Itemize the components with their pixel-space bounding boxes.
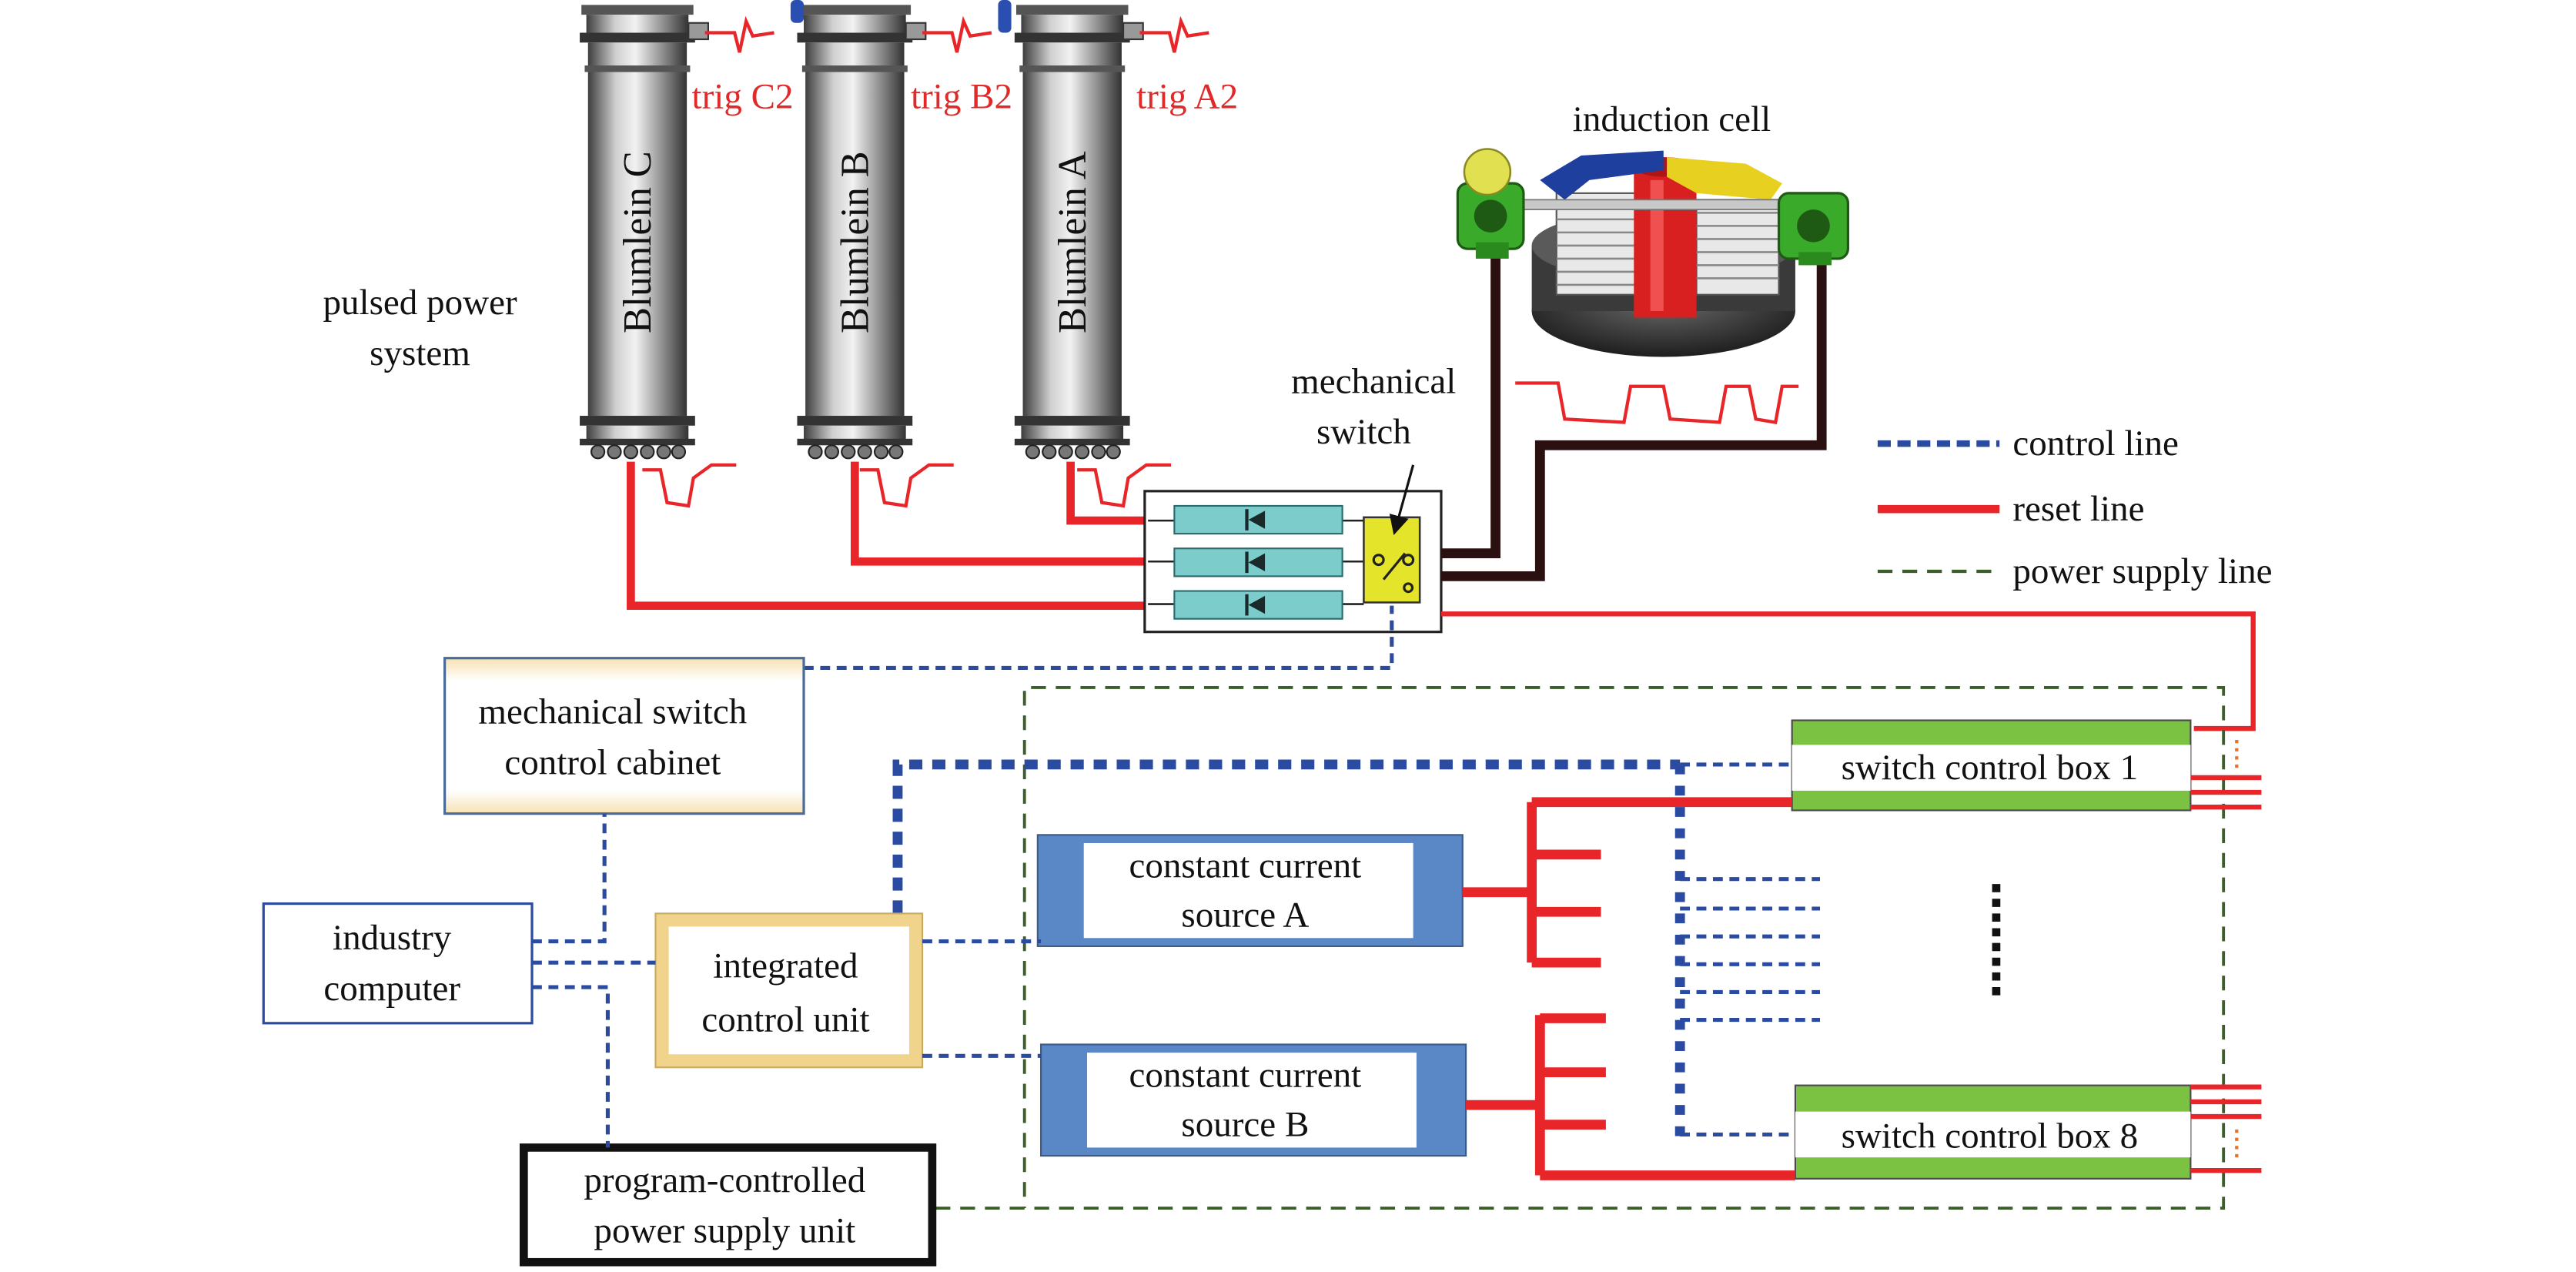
diode-module-1 [1173, 504, 1343, 535]
switch-control-box-8-label: switch control box 8 [1842, 1116, 2139, 1157]
output-cable-2 [1440, 262, 1827, 581]
power-supply-unit-label-line2: power supply unit [594, 1211, 855, 1251]
control-line-integrated-to-trunk [892, 759, 1681, 914]
pulsed-power-system-label-line2: system [370, 333, 470, 373]
induction-cell-label: induction cell [1573, 99, 1771, 139]
switch-control-box-1-label: switch control box 1 [1842, 748, 2139, 788]
blumlein-a-label: Blumlein A [1051, 151, 1095, 333]
cell-top-knob [1463, 148, 1512, 196]
industry-computer: industry computer [262, 902, 534, 1025]
control-line-computer-to-cabinet [532, 813, 607, 944]
cell-end-left [1456, 182, 1525, 259]
program-controlled-power-supply-unit: program-controlled power supply unit [519, 1143, 937, 1267]
blumlein-a-output-waveform [1077, 463, 1172, 508]
legend-reset-line-label: reset line [2012, 489, 2144, 529]
blumlein-b-output-waveform [859, 463, 954, 508]
mechanical-switch-label-line1: mechanical [1291, 361, 1456, 401]
mechanical-switch-label-line2: switch [1316, 412, 1411, 452]
reset-line-to-switch-control-box-1 [1440, 611, 2256, 731]
blumlein-b-label: Blumlein B [833, 151, 877, 333]
induction-cell-waveform [1515, 381, 1799, 424]
power-supply-line [935, 686, 2226, 1210]
source-a-label-line1: constant current [1129, 846, 1361, 886]
control-line-computer-to-power-supply-unit [532, 985, 611, 1148]
top-connector-cb [790, 0, 805, 23]
legend-control-line-label: control line [2012, 423, 2179, 464]
source-b-label-line1: constant current [1129, 1056, 1361, 1096]
legend-power-supply-line-label: power supply line [2012, 551, 2272, 591]
output-cable-1 [1440, 245, 1500, 559]
diode-module-3 [1173, 590, 1343, 620]
integrated-control-unit-label-line2: control unit [701, 1000, 869, 1040]
cell-end-right [1777, 192, 1849, 266]
switch-control-box-8: switch control box 8 [1794, 1084, 2192, 1180]
trig-c2-label: trig C2 [692, 76, 794, 116]
reset-bus-source-a [1462, 797, 1792, 968]
integrated-control-unit-label-line1: integrated [713, 946, 858, 986]
cabinet-label-line1: mechanical switch [478, 692, 747, 732]
pulsed-power-system-label-line1: pulsed power [323, 283, 517, 323]
switch-control-box-1: switch control box 1 [1791, 719, 2192, 812]
trig-a2-waveform [1139, 15, 1209, 53]
switch-control-box-8-outputs [2190, 1084, 2262, 1173]
mechanical-switch-pointer-arrow [1389, 464, 1415, 536]
reset-line-blumlein-b [850, 461, 1149, 566]
integrated-control-unit: integrated control unit [654, 912, 924, 1069]
source-a-label-line2: source A [1181, 895, 1309, 936]
control-line-cabinet-to-mechanical-switch [804, 605, 1394, 671]
mechanical-switch-control-cabinet: mechanical switch control cabinet [443, 657, 805, 815]
blumlein-b: Blumlein B [797, 5, 927, 460]
top-connector-ba [998, 0, 1012, 33]
reset-line-blumlein-a [1066, 461, 1149, 525]
blumlein-c-output-waveform [642, 463, 737, 508]
reset-bus-source-b [1466, 1013, 1795, 1180]
trig-c2-waveform [704, 15, 774, 53]
diode-module-2 [1173, 547, 1343, 577]
mechanical-switch-unit [1363, 516, 1421, 604]
blumlein-a: Blumlein A [1014, 5, 1144, 460]
industry-computer-label-line1: industry [333, 918, 452, 958]
power-supply-unit-label-line1: program-controlled [584, 1160, 865, 1200]
cabinet-label-line2: control cabinet [504, 743, 721, 783]
blumlein-c: Blumlein C [580, 5, 710, 460]
industry-computer-label-line2: computer [323, 969, 460, 1009]
blumlein-c-label: Blumlein C [616, 151, 660, 333]
source-b-label-line2: source B [1181, 1105, 1309, 1145]
switch-control-box-1-outputs [2190, 740, 2262, 810]
reset-line-blumlein-c [627, 461, 1149, 610]
legend: control line reset line power supply lin… [1877, 423, 2272, 591]
trig-b2-label: trig B2 [911, 76, 1012, 116]
core-stack-right [1695, 199, 1780, 296]
trig-b2-waveform [922, 15, 992, 53]
constant-current-source-a: constant current source A [1036, 834, 1464, 947]
induction-cell-graphic [1456, 148, 1849, 357]
constant-current-source-b: constant current source B [1040, 1043, 1467, 1157]
trig-a2-label: trig A2 [1136, 76, 1238, 116]
control-branch-lines [1680, 762, 1821, 1136]
switch-assembly [1143, 490, 1443, 634]
